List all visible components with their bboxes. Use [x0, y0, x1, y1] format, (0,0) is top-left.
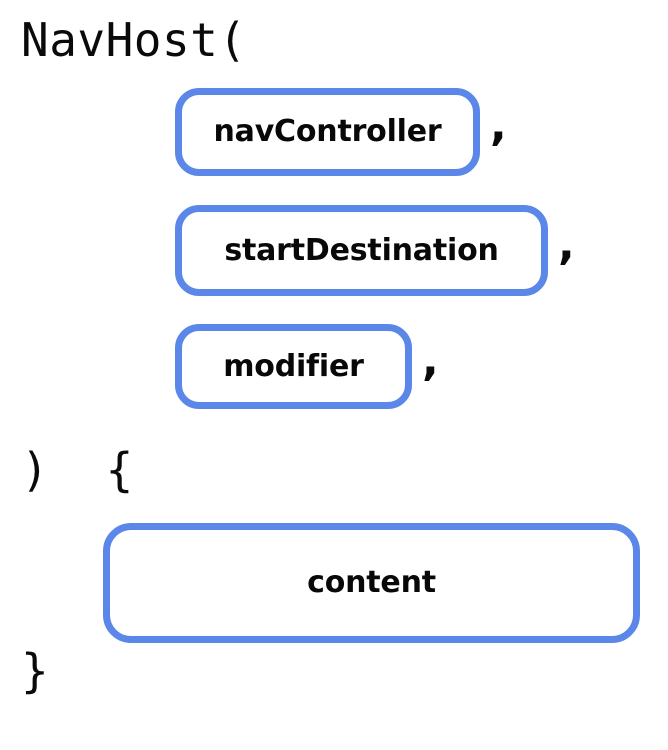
parameter-separator-navcontroller: , — [490, 100, 507, 151]
parameter-box-navcontroller[interactable]: navController — [175, 88, 480, 176]
parameter-label-startdestination: startDestination — [224, 232, 499, 268]
parameter-row-modifier: modifier , — [175, 324, 439, 409]
parameter-separator-startdestination: , — [558, 218, 575, 270]
parameter-row-startdestination: startDestination , — [175, 205, 575, 296]
parameter-label-navcontroller: navController — [213, 114, 442, 149]
parameter-separator-modifier: , — [422, 334, 439, 386]
code-token-navhost-open: NavHost( — [21, 13, 247, 67]
parameter-box-modifier[interactable]: modifier — [175, 324, 412, 409]
parameter-row-navcontroller: navController , — [175, 88, 507, 176]
code-token-close-paren-open-brace: ) { — [21, 443, 134, 497]
content-lambda-box[interactable]: content — [103, 523, 640, 643]
content-lambda-label: content — [307, 565, 436, 600]
parameter-label-modifier: modifier — [223, 348, 364, 384]
code-token-close-brace: } — [21, 644, 50, 698]
parameter-box-startdestination[interactable]: startDestination — [175, 205, 548, 296]
